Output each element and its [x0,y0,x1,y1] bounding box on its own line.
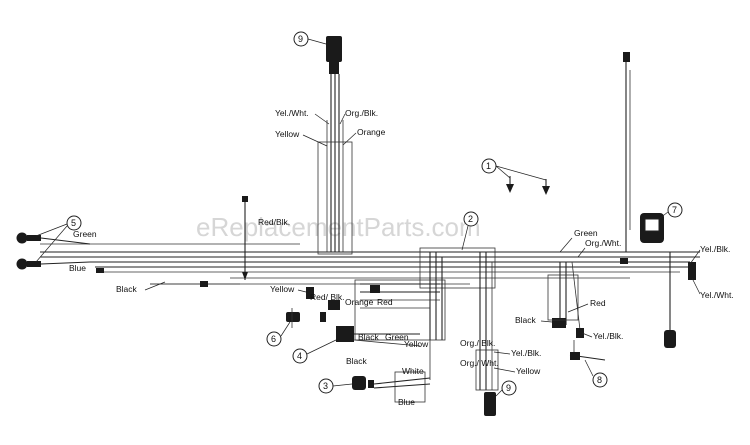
label-black-left: Black [116,284,138,294]
left-headlights [16,232,104,273]
callout-7: 7 [672,205,677,215]
part-3 [352,340,431,403]
label-blue-left: Blue [69,263,86,273]
label-yel-blk-low: Yel./Blk. [511,348,541,358]
callout-4: 4 [297,351,302,361]
label-org-wht-low: Org./ Wht. [460,358,499,368]
label-org-wht-right: Org./Wht. [585,238,621,248]
label-black-mid: Black [358,332,380,342]
label-red-blk-mid: Red/ Blk. [310,292,345,302]
label-yel-blk-far: Yel./Blk. [700,244,730,254]
lower-switch-9 [484,392,496,416]
label-green-right: Green [574,228,598,238]
callout-9-top: 9 [298,34,303,44]
callout-3: 3 [323,381,328,391]
label-red-right: Red [590,298,606,308]
label-yellow-mid2: Yellow [404,339,429,349]
label-green-mid: Green [385,332,409,342]
headlight-socket-lower [27,261,41,267]
headlight-bulb-lower [16,258,28,270]
label-yellow-mid: Yellow [270,284,295,294]
label-black-low: Black [346,356,368,366]
callout-8: 8 [597,375,602,385]
label-org-blk-low: Org./ Blk. [460,338,495,348]
rear-lamp [664,330,676,348]
callout-6: 6 [271,334,276,344]
label-yel-wht-far: Yel./Wht. [700,290,734,300]
fasteners-1 [506,176,550,195]
top-vertical-harness [317,36,353,255]
right-vertical-wire [623,52,631,252]
part-8 [569,340,606,361]
watermark: eReplacementParts.com [196,212,481,242]
callouts: 9 1 2 7 5 6 4 3 9 8 [35,31,683,397]
label-green-left: Green [73,229,97,239]
headlight-socket-upper [27,235,41,241]
label-red-mid: Red [377,297,393,307]
mid-connectors [306,285,421,347]
callout-2: 2 [468,214,473,224]
top-switch-plug [329,62,339,74]
label-yellow-low: Yellow [516,366,541,376]
label-yellow-top: Yellow [275,129,300,139]
part-6 [286,308,300,328]
callout-1: 1 [486,161,491,171]
label-black-right: Black [515,315,537,325]
label-yel-blk-right: Yel./Blk. [593,331,623,341]
callout-9: 9 [506,383,511,393]
top-switch [326,36,342,62]
label-orange-mid: Orange [345,297,374,307]
red-blk-post [242,196,248,280]
callout-5: 5 [71,218,76,228]
right-drop-harness [547,261,584,338]
right-end-plug [620,252,696,348]
label-org-blk-top: Org./Blk. [345,108,378,118]
ground-terminal-left [96,268,104,273]
relay-4 [336,326,354,342]
label-blue-low: Blue [398,397,415,407]
label-red-blk: Red/Blk. [258,217,290,227]
label-orange-top: Orange [357,127,386,137]
label-white: White [402,366,424,376]
headlight-bulb-upper [16,232,28,244]
label-yel-wht-top: Yel./Wht. [275,108,309,118]
wire-labels: Yel./Wht. Org./Blk. Yellow Orange Green … [69,108,734,407]
main-harness [40,243,700,285]
central-harness [354,247,499,416]
